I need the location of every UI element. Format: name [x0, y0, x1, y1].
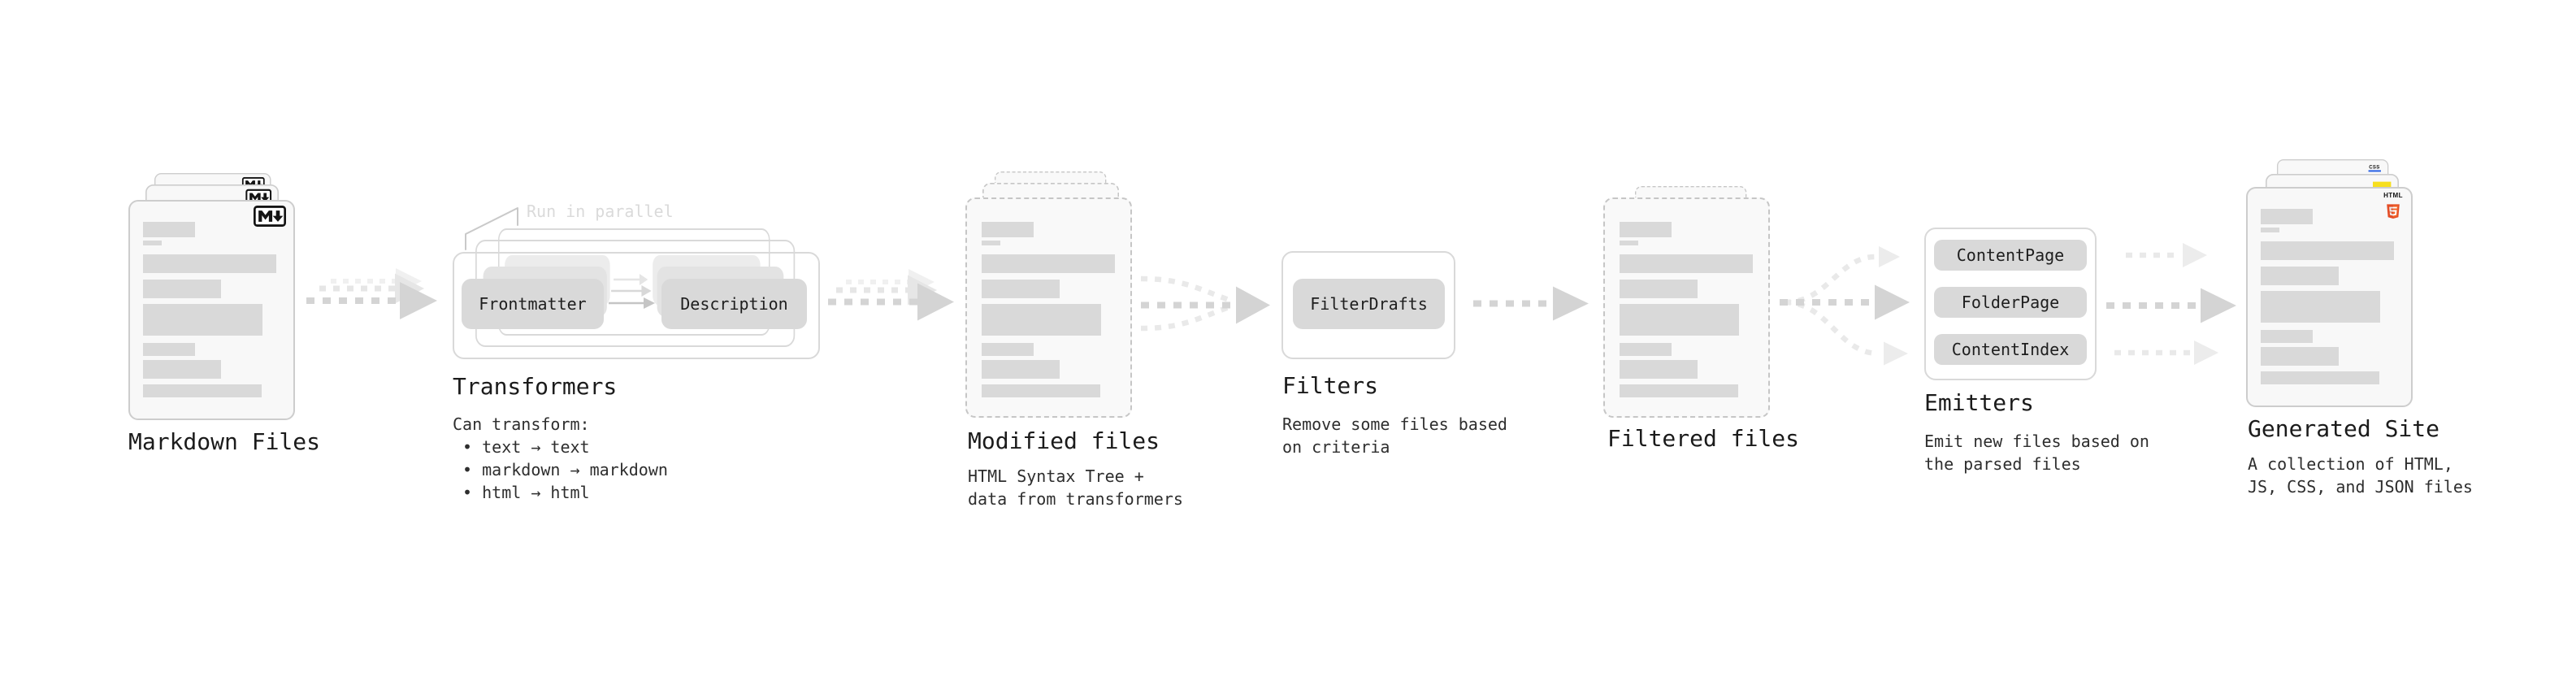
contentpage-chip: ContentPage	[1934, 240, 2087, 271]
text-placeholder-bar	[2261, 371, 2379, 384]
arrow-emitters-to-site	[2106, 243, 2236, 365]
caption-line: A collection of HTML,	[2248, 454, 2453, 474]
text-placeholder-bar	[1620, 222, 1672, 237]
filtered-files-title: Filtered files	[1607, 425, 1800, 452]
folderpage-chip: FolderPage	[1934, 287, 2087, 318]
text-placeholder-bar	[143, 280, 221, 298]
filterdrafts-chip: FilterDrafts	[1293, 279, 1445, 329]
caption-line: Emit new files based on	[1924, 432, 2149, 451]
text-placeholder-bar	[2261, 347, 2339, 366]
text-placeholder-bar	[982, 360, 1060, 379]
css-icon: CSS	[2366, 164, 2383, 172]
html5-label: HTML	[2383, 192, 2403, 199]
transformers-title: Transformers	[453, 373, 618, 400]
text-placeholder-bar	[982, 384, 1100, 397]
text-placeholder-bar	[1620, 280, 1698, 298]
caption-line: data from transformers	[968, 489, 1183, 509]
description-chip: Description	[661, 279, 807, 329]
caption-line: Can transform:	[453, 414, 590, 434]
text-placeholder-bar	[1620, 254, 1753, 273]
css-underline	[2368, 170, 2381, 172]
caption-line: the parsed files	[1924, 454, 2081, 474]
caption-line: • markdown → markdown	[453, 460, 668, 479]
arrow-filtered-to-emitters	[1780, 246, 1910, 366]
arrow-transformers-to-modified	[828, 269, 954, 321]
run-in-parallel-callout-line	[465, 207, 518, 250]
text-placeholder-bar	[2261, 330, 2313, 343]
text-placeholder-bar	[143, 222, 195, 237]
chip-arrow-icon	[609, 297, 655, 309]
emitters-title: Emitters	[1924, 389, 2034, 416]
emitters-caption: Emit new files based on the parsed files	[1924, 430, 2149, 475]
generated-site-title: Generated Site	[2248, 415, 2440, 442]
arrow-filters-to-filtered	[1473, 286, 1589, 321]
filters-caption: Remove some files based on criteria	[1282, 413, 1507, 458]
css-label: CSS	[2369, 164, 2380, 170]
text-placeholder-bar	[143, 384, 262, 397]
text-placeholder-bar	[982, 241, 1000, 245]
text-placeholder-bar	[2261, 228, 2279, 232]
caption-line: • html → html	[453, 483, 590, 502]
text-placeholder-bar	[143, 254, 276, 273]
filters-title: Filters	[1282, 372, 1379, 399]
arrow-markdown-to-transformers	[306, 268, 437, 319]
transformers-caption: Can transform: • text → text • markdown …	[453, 413, 668, 504]
text-placeholder-bar	[143, 360, 221, 379]
transformer-layer-front: Frontmatter Description	[453, 252, 820, 359]
generated-site-caption: A collection of HTML, JS, CSS, and JSON …	[2248, 453, 2473, 498]
caption-line: on criteria	[1282, 437, 1390, 457]
text-placeholder-bar	[143, 241, 162, 245]
text-placeholder-bar	[982, 280, 1060, 298]
text-placeholder-bar	[2261, 241, 2394, 260]
contentindex-chip: ContentIndex	[1934, 334, 2087, 365]
text-placeholder-bar	[982, 254, 1115, 273]
text-placeholder-bar	[982, 304, 1101, 336]
transformer-panel	[453, 252, 820, 359]
site-file-card-html: HTML	[2246, 187, 2413, 407]
text-placeholder-bar	[982, 222, 1034, 237]
modified-files-caption: HTML Syntax Tree + data from transformer…	[968, 465, 1183, 510]
text-placeholder-bar	[2261, 291, 2380, 323]
caption-line: HTML Syntax Tree +	[968, 466, 1144, 486]
text-placeholder-bar	[1620, 241, 1638, 245]
caption-line: JS, CSS, and JSON files	[2248, 477, 2473, 497]
caption-line: Remove some files based	[1282, 414, 1507, 434]
text-placeholder-bar	[143, 343, 195, 356]
caption-line: • text → text	[453, 437, 590, 457]
html5-icon: HTML	[2383, 193, 2403, 220]
text-placeholder-bar	[1620, 304, 1739, 336]
run-in-parallel-annotation: Run in parallel	[527, 202, 674, 221]
markdown-files-title: Markdown Files	[128, 428, 321, 455]
markdown-icon	[254, 206, 286, 227]
frontmatter-chip: Frontmatter	[462, 279, 604, 329]
text-placeholder-bar	[2261, 267, 2339, 285]
text-placeholder-bar	[982, 343, 1034, 356]
chip-arrow-icon	[614, 274, 648, 285]
markdown-file-card	[128, 200, 295, 420]
text-placeholder-bar	[1620, 343, 1672, 356]
modified-file-card	[965, 197, 1132, 418]
text-placeholder-bar	[2261, 209, 2313, 224]
text-placeholder-bar	[1620, 384, 1738, 397]
chip-arrow-icon	[611, 285, 652, 297]
filtered-file-card	[1603, 197, 1770, 418]
html5-shield-icon	[2387, 204, 2400, 219]
modified-files-title: Modified files	[968, 427, 1160, 454]
text-placeholder-bar	[143, 304, 262, 336]
text-placeholder-bar	[1620, 360, 1698, 379]
arrow-modified-to-filters	[1140, 275, 1270, 332]
